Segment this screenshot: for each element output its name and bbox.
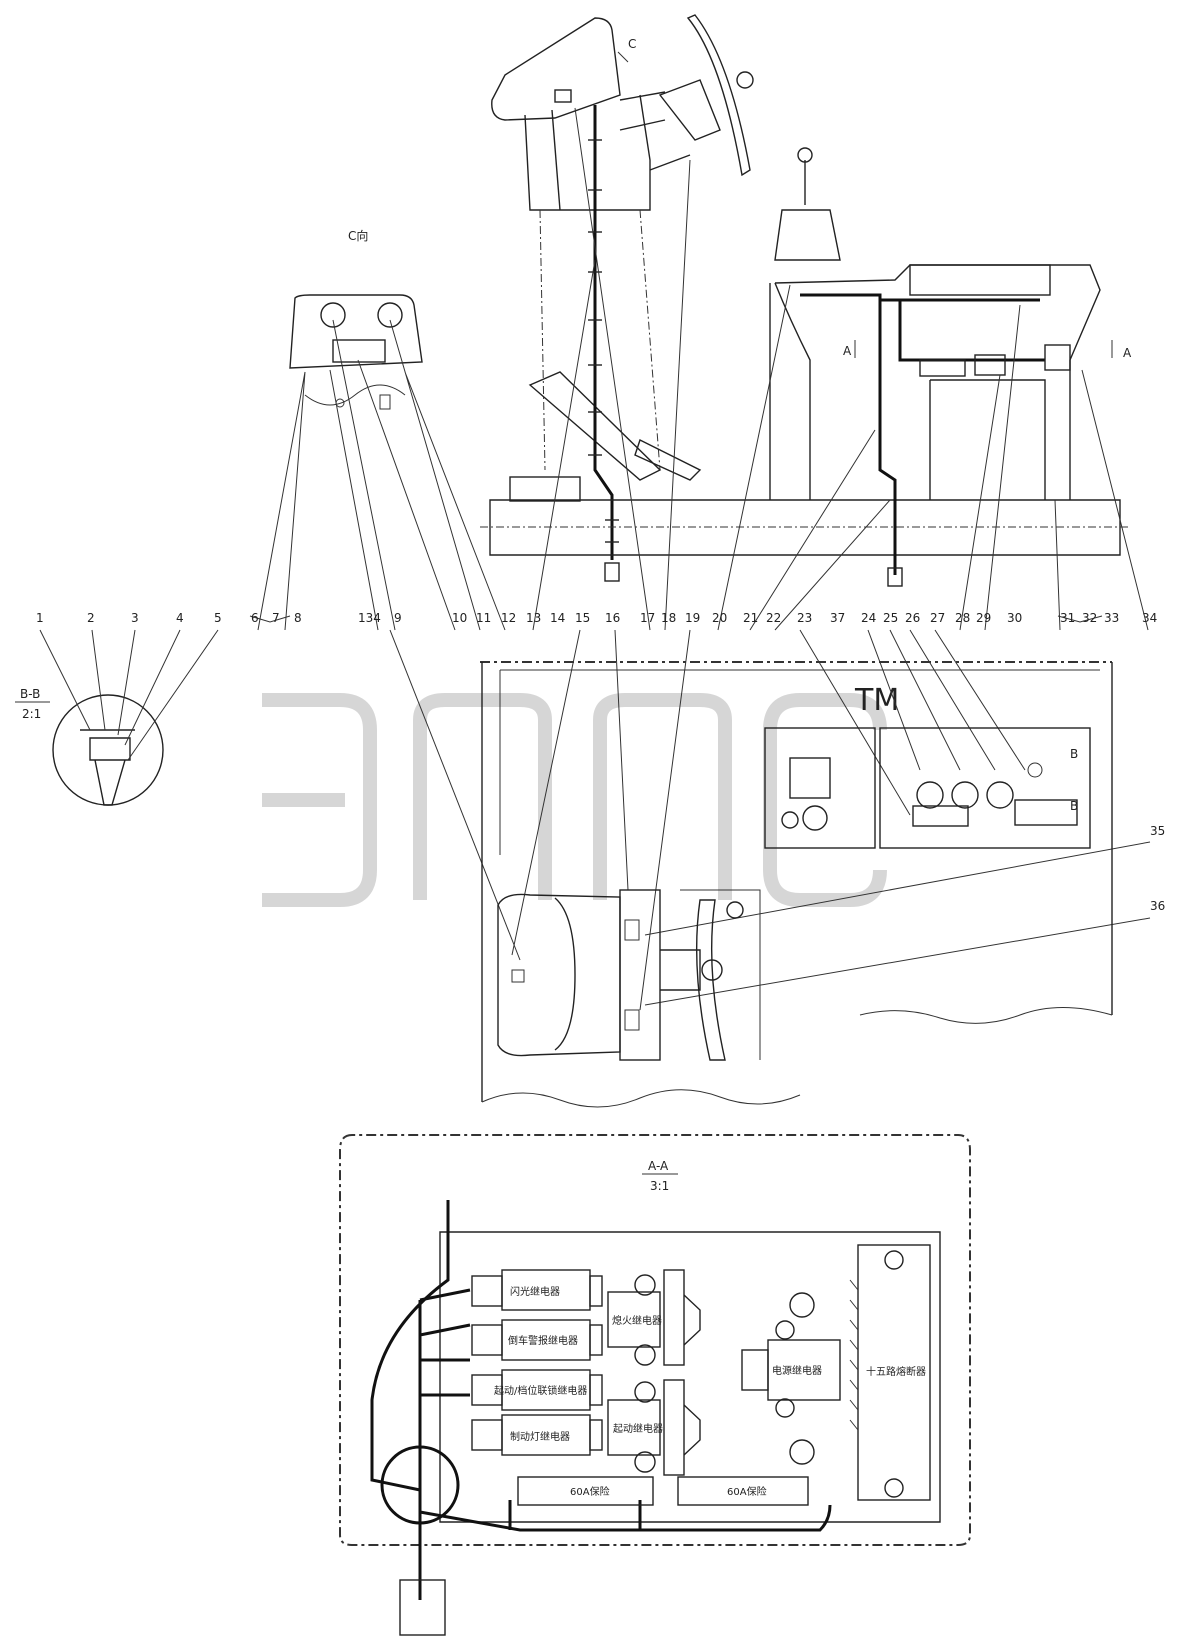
callout-20: 20 [712, 611, 727, 625]
relay-brake-light-label: 制动灯继电器 [510, 1430, 570, 1443]
callout-8: 8 [294, 611, 302, 625]
callout-36: 36 [1150, 899, 1165, 913]
top-view: B B [480, 661, 1113, 1108]
fuse-box-15way: 十五路熔断器 [849, 1244, 931, 1501]
callout-6: 6 [251, 611, 259, 625]
c-view-instrument-cluster: C向 [289, 228, 423, 410]
callout-leaders [39, 107, 1151, 1011]
section-arrow-b-top: B [1070, 747, 1078, 761]
callout-14: 14 [550, 611, 565, 625]
callout-9: 9 [394, 611, 402, 625]
bb-title: B-B [20, 687, 40, 701]
callout-30: 30 [1007, 611, 1022, 625]
bb-detail-view: B-B 2:1 [15, 687, 164, 806]
callout-28: 28 [955, 611, 970, 625]
harness-clips [588, 139, 619, 543]
callout-13: 13 [526, 611, 541, 625]
relay-start-interlock: 起动/档位联锁继电器 [471, 1369, 603, 1411]
callout-35: 35 [1150, 824, 1165, 838]
callout-21: 21 [743, 611, 758, 625]
callout-11: 11 [476, 611, 491, 625]
relay-ignition-off: 熄火继电器 [607, 1269, 701, 1366]
fuse-60a-left-label: 60A保险 [570, 1485, 610, 1498]
fuse-60a-right-label: 60A保险 [727, 1485, 767, 1498]
callout-19: 19 [685, 611, 700, 625]
callout-22: 22 [766, 611, 781, 625]
section-arrow-a-left: A [843, 344, 852, 358]
relay-start-interlock-label: 起动/档位联锁继电器 [494, 1384, 587, 1397]
callout-12: 12 [501, 611, 516, 625]
fuse-60a-right: 60A保险 [677, 1476, 809, 1506]
callout-33: 33 [1104, 611, 1119, 625]
callout-29: 29 [976, 611, 991, 625]
bb-scale: 2:1 [22, 707, 41, 721]
relay-starter-label: 起动继电器 [613, 1422, 663, 1435]
callout-17: 17 [640, 611, 655, 625]
callout-37: 37 [830, 611, 845, 625]
relay-reverse-alarm-label: 倒车警报继电器 [508, 1334, 578, 1347]
callout-23: 23 [797, 611, 812, 625]
callout-1: 1 [36, 611, 44, 625]
relay-reverse-alarm: 倒车警报继电器 [471, 1319, 603, 1361]
callout-7: 7 [272, 611, 280, 625]
watermark-tm: TM [854, 683, 899, 718]
relay-flasher: 闪光继电器 [471, 1269, 603, 1311]
fuse-60a-left: 60A保险 [517, 1476, 654, 1506]
callout-25: 25 [883, 611, 898, 625]
relay-power-label: 电源继电器 [772, 1364, 822, 1377]
callout-26: 26 [905, 611, 920, 625]
section-arrow-a-right: A [1123, 346, 1132, 360]
section-arrow-b-bottom: B [1070, 799, 1078, 813]
callout-32: 32 [1082, 611, 1097, 625]
floor-beam [480, 476, 1130, 556]
callout-34: 34 [1142, 611, 1157, 625]
aa-title: A-A [648, 1159, 669, 1173]
aa-scale: 3:1 [650, 1179, 669, 1193]
callout-24: 24 [861, 611, 876, 625]
callout-16: 16 [605, 611, 620, 625]
callout-134: 134 [358, 611, 381, 625]
aa-detail-view: A-A 3:1 闪光继电器 倒车警报继电器 起动/档位联锁继电器 [339, 1134, 971, 1636]
callout-27: 27 [930, 611, 945, 625]
c-view-label: C向 [348, 228, 368, 243]
callout-5: 5 [214, 611, 222, 625]
fuse-box-label: 十五路熔断器 [866, 1365, 926, 1378]
callout-2: 2 [87, 611, 95, 625]
relay-power: 电源继电器 [741, 1320, 841, 1418]
relay-ignition-off-label: 熄火继电器 [612, 1314, 662, 1327]
callout-4: 4 [176, 611, 184, 625]
callout-10: 10 [452, 611, 467, 625]
watermark-logo: TM [262, 683, 899, 907]
callout-15: 15 [575, 611, 590, 625]
callout-31: 31 [1060, 611, 1075, 625]
dashboard-side-view: A A [769, 147, 1132, 587]
relay-flasher-label: 闪光继电器 [510, 1285, 560, 1298]
steering-column-side-view: C [491, 14, 754, 582]
relay-starter: 起动继电器 [607, 1379, 701, 1476]
callout-3: 3 [131, 611, 139, 625]
view-arrow-c: C [628, 37, 636, 51]
relay-brake-light: 制动灯继电器 [471, 1414, 603, 1456]
callout-18: 18 [661, 611, 676, 625]
